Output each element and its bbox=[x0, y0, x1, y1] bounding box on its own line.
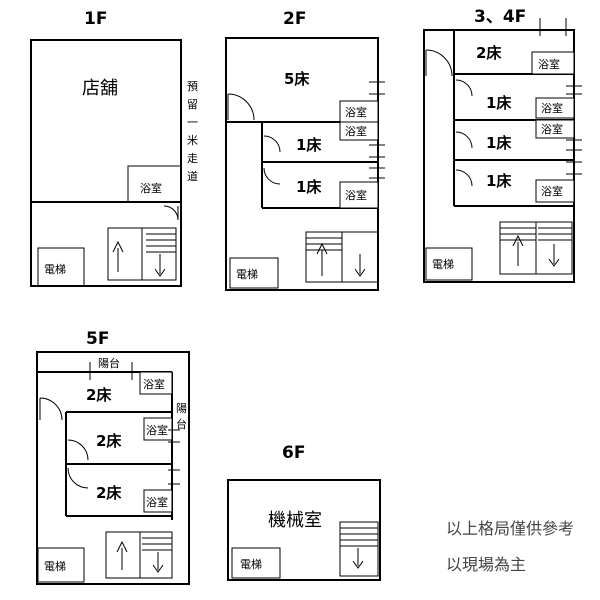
floor-5f-bath-c bbox=[143, 489, 173, 513]
svg-text:浴室: 浴室 bbox=[538, 57, 560, 71]
floor-1f-door-swing bbox=[163, 205, 179, 221]
svg-text:浴室: 浴室 bbox=[146, 423, 168, 437]
floor-2f-room-doors bbox=[263, 135, 281, 185]
floor-2f-room1-label: 5床 bbox=[284, 70, 310, 88]
floor-5f-room-doors bbox=[67, 439, 89, 489]
floor-34f-room4-label: 1床 bbox=[486, 172, 512, 190]
floor-6f-plan: 6F 機械室 電梯 bbox=[227, 443, 381, 581]
svg-text:走: 走 bbox=[187, 152, 198, 165]
floor-34f-outline bbox=[423, 29, 575, 283]
floor-34f-bath-a bbox=[531, 51, 575, 75]
floor-1f-title: 1F bbox=[84, 9, 107, 29]
floor-34f-title: 3、4F bbox=[474, 7, 526, 27]
floor-5f-plan: 5F 陽台 陽 台 2床 2床 2床 浴室 浴室 浴室 電梯 bbox=[36, 329, 190, 585]
floor-5f-outline bbox=[36, 351, 190, 585]
floor-2f-bath-b bbox=[339, 121, 379, 141]
floor-34f-room1-label: 2床 bbox=[476, 44, 502, 62]
floor-1f-elevator bbox=[37, 247, 85, 287]
floor-5f-balcony-top-label: 陽台 bbox=[98, 356, 120, 370]
floor-1f-outline bbox=[30, 39, 182, 287]
layout-disclaimer: 以上格局僅供參考 以現場為主 bbox=[446, 519, 574, 574]
floor-1f-plan: 1F 店舖 浴室 電梯 預 留 一 米 走 道 bbox=[30, 9, 198, 287]
svg-text:道: 道 bbox=[187, 169, 198, 183]
svg-text:浴室: 浴室 bbox=[541, 122, 563, 136]
floor-1f-stairs bbox=[107, 227, 177, 281]
svg-text:留: 留 bbox=[187, 98, 198, 111]
floor-5f-elevator bbox=[37, 547, 85, 583]
floor-1f-shop-label: 店舖 bbox=[82, 78, 118, 99]
floor-34f-main-door bbox=[425, 49, 453, 77]
svg-text:一: 一 bbox=[187, 116, 198, 129]
floor-2f-plan: 2F 5床 浴室 浴室 浴室 1床 1床 電梯 bbox=[225, 9, 385, 291]
disclaimer-line-1: 以上格局僅供參考 bbox=[446, 519, 574, 538]
svg-text:浴室: 浴室 bbox=[345, 105, 367, 119]
floor-5f-main-door bbox=[39, 397, 63, 421]
floor-5f-balcony-side-1: 陽 bbox=[176, 402, 187, 415]
floor-5f-balcony-side-2: 台 bbox=[176, 417, 187, 431]
floor-2f-room3-label: 1床 bbox=[296, 178, 322, 196]
svg-text:預: 預 bbox=[187, 80, 198, 93]
floor-5f-bath-b bbox=[143, 417, 173, 441]
floor-5f-bath-a bbox=[139, 371, 173, 395]
floor-6f-outline bbox=[227, 479, 381, 581]
floor-1f-elevator-label: 電梯 bbox=[44, 263, 66, 276]
floor-1f-reserve-label: 預 留 一 米 走 道 bbox=[187, 80, 198, 183]
svg-text:浴室: 浴室 bbox=[345, 124, 367, 138]
floor-2f-window-ticks bbox=[369, 81, 385, 179]
floor-2f-elevator-label: 電梯 bbox=[236, 268, 258, 281]
floor-2f-title: 2F bbox=[283, 9, 306, 29]
floor-34f-bath-c bbox=[535, 119, 575, 139]
floor-5f-title: 5F bbox=[86, 329, 109, 349]
floor-2f-bath-c bbox=[339, 181, 379, 209]
svg-text:浴室: 浴室 bbox=[146, 495, 168, 509]
svg-text:浴室: 浴室 bbox=[345, 188, 367, 202]
floor-6f-machine-room-label: 機械室 bbox=[268, 510, 322, 531]
floor-2f-stairs bbox=[305, 231, 379, 283]
floor-34f-elevator-label: 電梯 bbox=[432, 258, 454, 271]
svg-text:浴室: 浴室 bbox=[541, 101, 563, 115]
floor-6f-title: 6F bbox=[282, 443, 305, 463]
floor-2f-main-door bbox=[227, 93, 255, 121]
floor-5f-window-ticks bbox=[168, 429, 180, 485]
floor-5f-room2-label: 2床 bbox=[96, 432, 122, 450]
svg-text:浴室: 浴室 bbox=[143, 377, 165, 391]
floor-34f-bath-d bbox=[535, 179, 575, 203]
floor-34f-elevator bbox=[425, 247, 473, 281]
floor-2f-elevator bbox=[229, 257, 279, 289]
floor-34f-room2-label: 1床 bbox=[486, 94, 512, 112]
svg-text:浴室: 浴室 bbox=[541, 184, 563, 198]
floor-34f-room-doors bbox=[455, 79, 473, 187]
svg-text:米: 米 bbox=[187, 134, 198, 147]
disclaimer-line-2: 以現場為主 bbox=[446, 555, 526, 574]
floor-34f-room3-label: 1床 bbox=[486, 134, 512, 152]
floor-1f-bath bbox=[127, 165, 182, 203]
floor-5f-elevator-label: 電梯 bbox=[44, 560, 66, 573]
floor-5f-room3-label: 2床 bbox=[96, 484, 122, 502]
floor-34f-window-ticks bbox=[566, 85, 582, 175]
floor-2f-outline bbox=[225, 37, 379, 291]
floor-6f-stairs bbox=[339, 521, 379, 577]
floor-6f-elevator-label: 電梯 bbox=[240, 558, 262, 571]
floor-1f-bath-label: 浴室 bbox=[140, 181, 162, 195]
floor-2f-room2-label: 1床 bbox=[296, 136, 322, 154]
floor-6f-elevator bbox=[231, 547, 281, 579]
floor-5f-room1-label: 2床 bbox=[86, 386, 112, 404]
floor-34f-bath-b bbox=[535, 97, 575, 119]
floor-34f-plan: 3、4F 2床 1床 1床 1床 浴室 浴室 浴室 浴室 電梯 bbox=[423, 7, 582, 283]
floor-5f-stairs bbox=[105, 531, 173, 579]
floor-34f-stairs bbox=[499, 221, 573, 275]
